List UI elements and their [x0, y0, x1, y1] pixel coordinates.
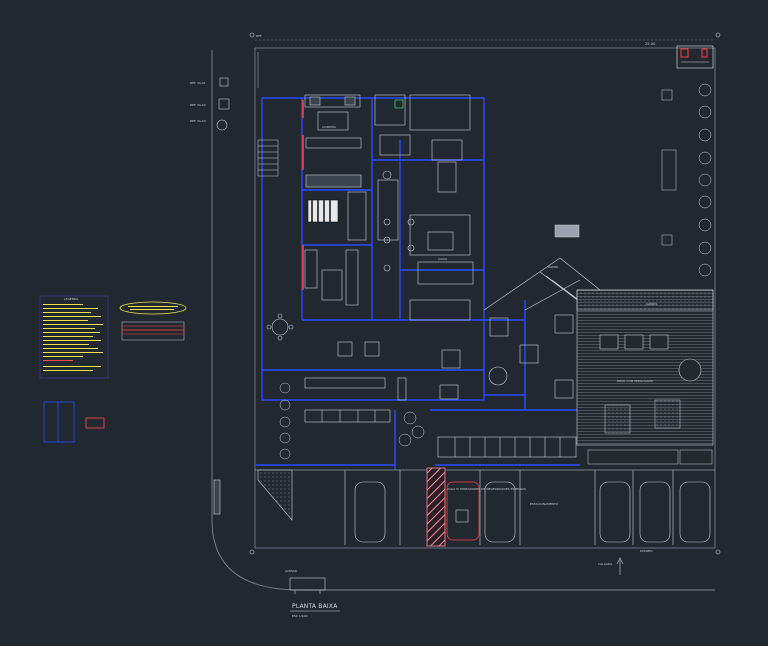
entrance-gate: [213, 479, 326, 594]
plants-left: [279, 382, 425, 460]
top-right-symbol: [676, 45, 714, 69]
dining-tables: [266, 313, 574, 400]
building-walls: [255, 97, 580, 470]
label-passeio: PASSEIO: [640, 549, 653, 553]
street-curve: [211, 50, 715, 591]
legend-block: LEGENDA: [39, 295, 187, 379]
label-rampa: RAMPA: [548, 265, 559, 269]
bar-row: [437, 436, 577, 458]
accessible-car: [446, 481, 480, 541]
label-vaga-pcd: VAGA P/ PORTADORES DE NECESSIDADES ESPEC…: [447, 487, 526, 491]
plants-right-column: [661, 83, 712, 277]
side-references: REF. TA-01 REF. TA-02 REF. TA-03: [190, 77, 230, 131]
corner-markers: [249, 32, 721, 555]
kitchen-area: [304, 94, 474, 321]
drawing-title: PLANTA BAIXA: [292, 603, 338, 610]
left-stairs: [257, 139, 279, 177]
ref-side-3: REF. TA-03: [190, 119, 206, 123]
counters: [304, 377, 407, 423]
accessible-stripe: [426, 467, 446, 547]
ref-side-1: REF. TA-01: [190, 81, 206, 85]
legend-title: LEGENDA: [64, 297, 79, 301]
label-acesso: ACESSO: [285, 569, 298, 573]
detail-block: [43, 401, 105, 443]
label-caixa: CAIXA: [438, 257, 448, 261]
label-kitchen: COZINHA: [322, 125, 337, 129]
label-jardim: JARDIM: [645, 302, 657, 306]
label-estacionamento: ESTACIONAMENTO: [530, 502, 559, 506]
accessibility-icon: [455, 509, 469, 523]
north-arrow: [616, 557, 624, 575]
dimension-top: 25.00: [645, 42, 656, 46]
ref-side-2: REF. TA-02: [190, 103, 206, 107]
label-calcada: CALÇADA: [598, 562, 613, 566]
deck-area: [576, 289, 714, 465]
equipment-box: [554, 224, 580, 238]
ref-top: REF.: [256, 34, 262, 38]
label-deck: DECK COM PERGOLADO: [617, 379, 654, 383]
drawing-scale: ESC 1/100: [292, 614, 308, 618]
parking: [255, 469, 715, 545]
